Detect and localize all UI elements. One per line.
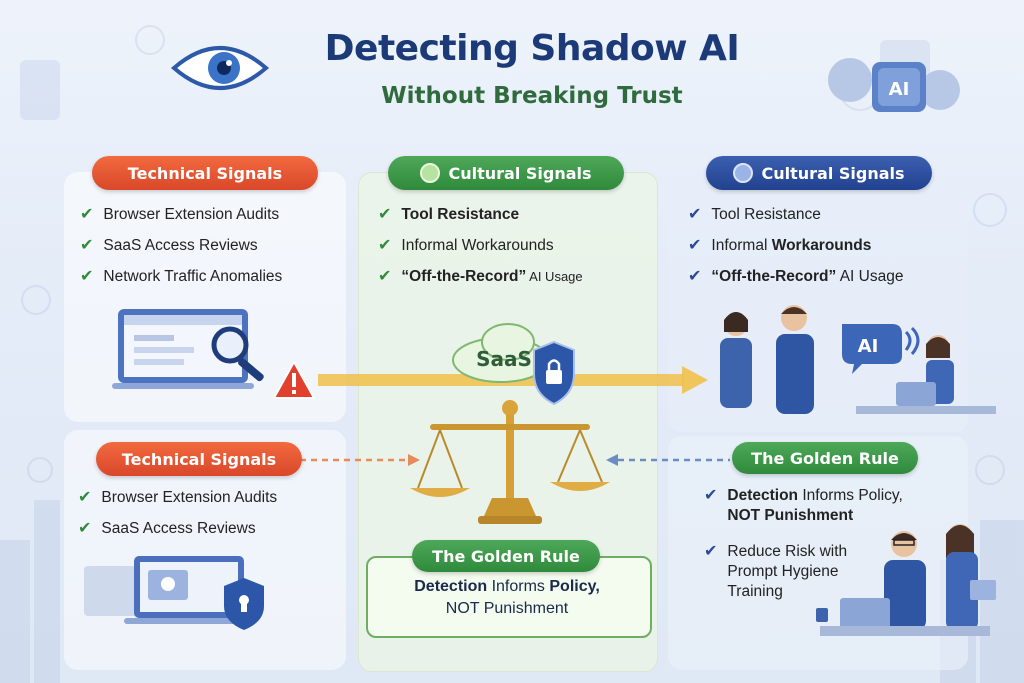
technical-signals-label: Technical Signals: [121, 449, 277, 469]
list-item: ✔Tool Resistance: [378, 206, 520, 223]
check-icon: ✔: [704, 543, 718, 560]
list-item: ✔Informal Workarounds: [688, 237, 872, 254]
browser-magnifier-icon: [112, 309, 264, 389]
technical-signals-list: ✔Browser Extension Audits ✔SaaS Access R…: [80, 205, 340, 298]
cultural-signals-list-right: ✔Tool Resistance ✔Informal Workarounds ✔…: [688, 205, 958, 298]
header: Detecting Shadow AI Without Breaking Tru…: [0, 28, 1024, 109]
list-item: ✔ Detection Informs Policy,NOT Punishmen…: [704, 487, 903, 524]
ai-gear-icon: AI: [828, 58, 960, 112]
check-icon: ✔: [378, 268, 392, 285]
check-icon: ✔: [80, 268, 94, 285]
check-icon: ✔: [378, 206, 392, 223]
secure-devices-icon: [84, 556, 264, 630]
list-item: ✔“Off-the-Record” AI Usage: [688, 268, 904, 285]
balance-scale-icon: [410, 400, 610, 524]
check-icon: ✔: [378, 237, 392, 254]
golden-rule-badge-right: The Golden Rule: [732, 442, 918, 474]
status-dot-icon: [420, 163, 441, 183]
list-item: ✔Tool Resistance: [688, 206, 821, 223]
golden-rule-label: The Golden Rule: [751, 448, 899, 468]
cultural-signals-label: Cultural Signals: [761, 163, 905, 183]
status-dot-icon: [733, 163, 754, 183]
check-icon: ✔: [80, 206, 94, 223]
list-item: ✔Network Traffic Anomalies: [80, 268, 283, 285]
golden-rule-list-right: ✔ Detection Informs Policy,NOT Punishmen…: [704, 486, 964, 613]
check-icon: ✔: [688, 206, 702, 223]
golden-rule-text: Detection Informs Policy, NOT Punishment: [414, 578, 600, 617]
ai-chip-label: AI: [889, 79, 910, 100]
team-discussion-illustration: AI: [720, 305, 996, 414]
training-meeting-illustration: [816, 524, 996, 636]
list-item: ✔Informal Workarounds: [378, 237, 554, 254]
check-icon: ✔: [78, 520, 92, 537]
dashed-arrow-left: [300, 454, 420, 466]
eye-icon: [170, 46, 270, 90]
cultural-signals-list-middle: ✔Tool Resistance ✔Informal Workarounds ✔…: [378, 205, 648, 298]
cultural-signals-badge-green: Cultural Signals: [388, 156, 624, 190]
list-item: ✔SaaS Access Reviews: [80, 237, 258, 254]
technical-signals-list-bottom: ✔Browser Extension Audits ✔SaaS Access R…: [78, 488, 338, 550]
saas-cloud-icon: SaaS: [452, 323, 575, 406]
golden-rule-badge-middle: The Golden Rule: [412, 540, 600, 572]
check-icon: ✔: [688, 268, 702, 285]
saas-label: SaaS: [476, 347, 532, 371]
technical-signals-badge: Technical Signals: [92, 156, 318, 190]
check-icon: ✔: [80, 237, 94, 254]
cultural-signals-badge-blue: Cultural Signals: [706, 156, 932, 190]
technical-signals-label: Technical Signals: [127, 163, 283, 183]
check-icon: ✔: [688, 237, 702, 254]
ai-bubble-label: AI: [858, 336, 879, 357]
list-item: ✔Browser Extension Audits: [80, 206, 280, 223]
list-item: ✔Browser Extension Audits: [78, 489, 278, 506]
list-item: ✔SaaS Access Reviews: [78, 520, 256, 537]
check-icon: ✔: [78, 489, 92, 506]
check-icon: ✔: [704, 487, 718, 504]
cultural-signals-label: Cultural Signals: [448, 163, 592, 183]
page-title: Detecting Shadow AI: [324, 28, 740, 69]
dashed-arrow-right: [606, 454, 730, 466]
warning-icon: [273, 361, 315, 399]
page-subtitle: Without Breaking Trust: [381, 83, 683, 109]
list-item: ✔“Off-the-Record” AI Usage: [378, 268, 583, 285]
golden-rule-label: The Golden Rule: [432, 546, 580, 566]
technical-signals-badge-bottom: Technical Signals: [96, 442, 302, 476]
